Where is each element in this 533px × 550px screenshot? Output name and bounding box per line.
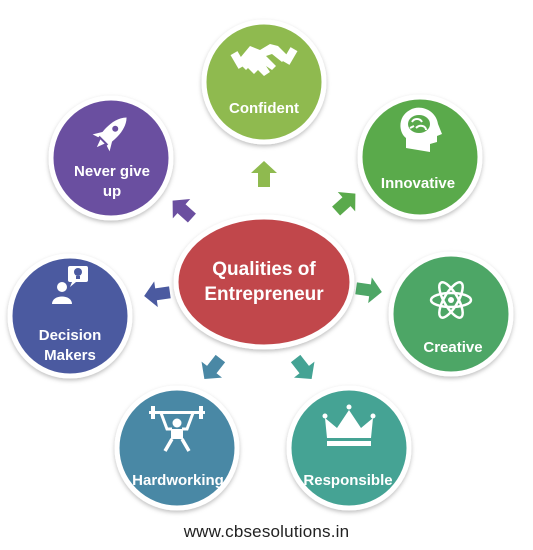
brain-head-icon: [400, 107, 442, 152]
crown-icon: [322, 404, 376, 446]
node-decision-makers-label-line1: Decision: [39, 327, 102, 344]
person-lightbulb-icon: [52, 266, 88, 304]
node-confident-circle: [201, 19, 327, 145]
arrow-to-confident: [251, 161, 277, 187]
node-decision-makers-label-line2: Makers: [44, 347, 96, 364]
node-never-give-up-circle: [48, 95, 174, 221]
center-node: Qualities of Entrepreneur: [173, 214, 355, 350]
arrow-to-responsible: [290, 354, 315, 380]
arrow-to-hardworking: [201, 354, 226, 380]
node-responsible-label: Responsible: [303, 472, 392, 489]
node-creative: Creative: [388, 251, 514, 377]
footer-website: www.cbsesolutions.in: [183, 522, 350, 541]
node-responsible-circle: [286, 385, 412, 511]
node-confident-label: Confident: [229, 100, 299, 117]
weightlifter-icon: [149, 406, 205, 452]
arrow-to-nevergiveup: [172, 199, 196, 223]
node-decision-makers: Decision Makers: [7, 253, 133, 379]
center-ellipse: [173, 214, 355, 350]
node-decision-makers-circle: [7, 253, 133, 379]
arrow-to-innovative: [332, 192, 356, 216]
node-hardworking: Hardworking: [114, 385, 240, 511]
node-innovative-circle: [357, 94, 483, 220]
node-creative-circle: [388, 251, 514, 377]
arrows-group: [144, 161, 382, 380]
handshake-icon: [230, 44, 298, 76]
node-responsible: Responsible: [286, 385, 412, 511]
node-hardworking-label: Hardworking: [132, 472, 224, 489]
arrow-to-decision: [144, 281, 171, 308]
node-never-give-up-label-line2: up: [103, 183, 121, 200]
node-confident: Confident: [201, 19, 327, 145]
atom-icon: [429, 281, 473, 319]
node-innovative: Innovative: [357, 94, 483, 220]
node-innovative-label: Innovative: [381, 175, 455, 192]
center-label-line2: Entrepreneur: [204, 284, 324, 305]
node-never-give-up: Never give up: [48, 95, 174, 221]
arrow-to-creative: [355, 277, 382, 304]
center-label-line1: Qualities of: [212, 259, 316, 280]
node-never-give-up-label-line1: Never give: [74, 163, 150, 180]
node-creative-label: Creative: [423, 339, 482, 356]
node-hardworking-circle: [114, 385, 240, 511]
